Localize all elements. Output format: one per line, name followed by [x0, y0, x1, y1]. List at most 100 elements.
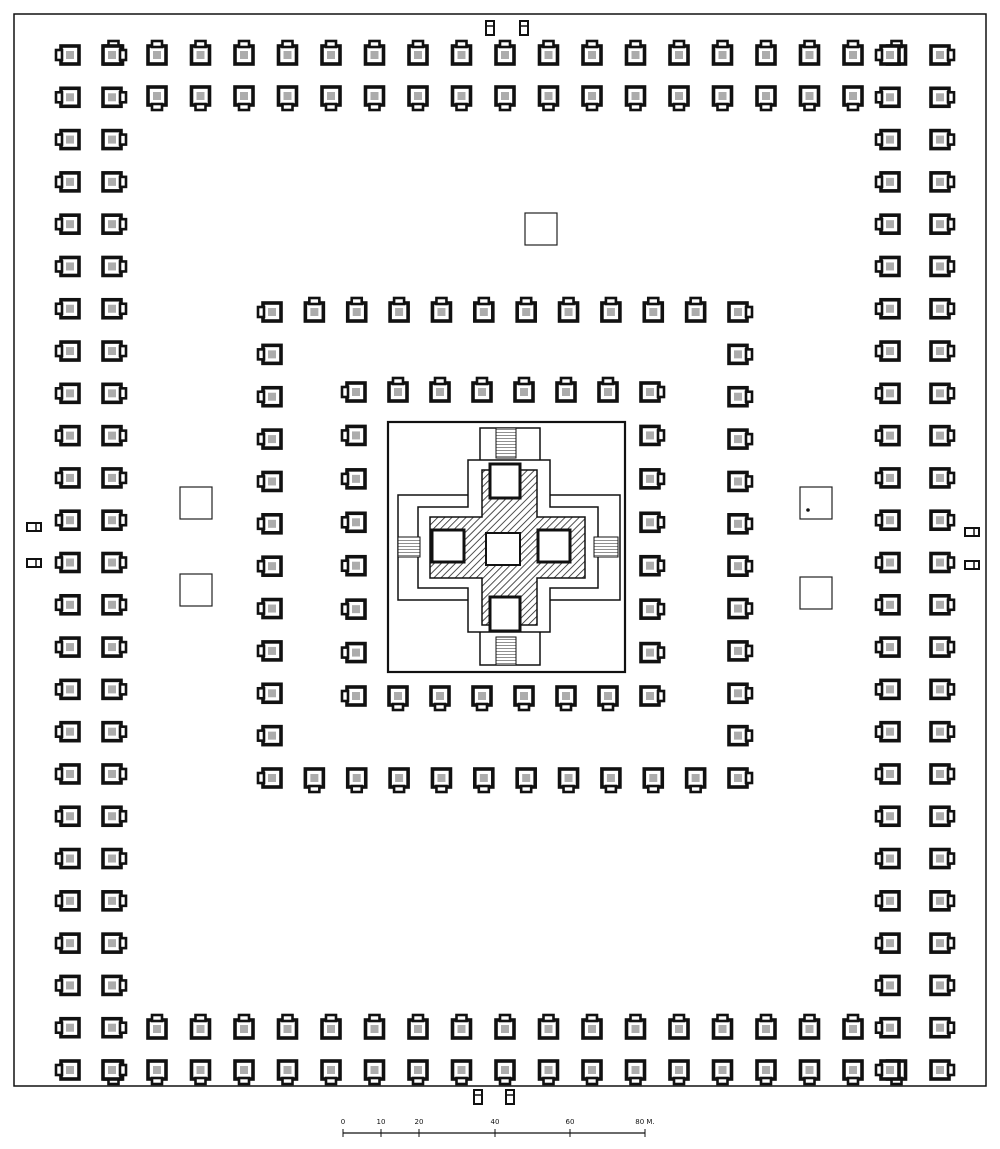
middle-shrine: [430, 767, 453, 794]
stair-east: [593, 536, 619, 558]
outer-shrine: [874, 86, 901, 109]
outer-shrine: [842, 85, 864, 112]
outer-shrine: [755, 85, 777, 112]
outer-shrine: [101, 636, 128, 658]
outer-shrine: [101, 128, 128, 151]
outer-shrine: [54, 340, 81, 362]
outer-shrine: [407, 1013, 429, 1040]
inner-shrine: [639, 554, 666, 577]
middle-shrine: [727, 682, 754, 705]
middle-shrine: [256, 767, 283, 789]
outer-shrine: [929, 340, 956, 362]
middle-shrine: [684, 296, 707, 323]
outer-shrine: [320, 39, 342, 66]
outer-shrine: [54, 171, 81, 193]
outer-shrine: [842, 39, 864, 66]
middle-shrine: [684, 767, 707, 794]
outer-shrine: [450, 1059, 473, 1086]
outer-shrine: [537, 1059, 560, 1086]
outer-shrine: [798, 1013, 821, 1040]
outer-shrine: [494, 1013, 516, 1040]
outer-shrine: [929, 1059, 956, 1081]
gate-marker: [473, 1089, 483, 1105]
outer-shrine: [101, 805, 128, 828]
outer-shrine: [929, 678, 956, 701]
outer-shrine: [874, 932, 901, 954]
outer-shrine: [101, 44, 128, 66]
outer-shrine: [407, 39, 429, 66]
outer-shrine: [233, 1013, 255, 1040]
middle-shrine: [256, 343, 283, 366]
outer-shrine: [581, 39, 603, 66]
inner-shrine: [639, 468, 666, 490]
outer-shrine: [276, 85, 299, 112]
outer-shrine: [276, 1013, 299, 1040]
outer-shrine: [101, 763, 128, 785]
outer-shrine: [189, 39, 212, 66]
platform-west-2: [179, 573, 213, 607]
outer-shrine: [320, 1059, 342, 1086]
middle-shrine: [256, 301, 283, 323]
inner-shrine: [387, 376, 409, 403]
outer-shrine: [101, 382, 128, 405]
outer-shrine: [363, 85, 386, 112]
middle-shrine: [515, 296, 537, 323]
gate-marker: [505, 1089, 515, 1105]
outer-shrine: [798, 39, 821, 66]
outer-shrine: [54, 678, 81, 701]
middle-shrine: [642, 296, 665, 323]
middle-shrine: [727, 724, 754, 747]
inner-shrine: [340, 381, 367, 403]
gate-marker: [485, 20, 495, 36]
outer-shrine: [668, 1013, 690, 1040]
outer-shrine: [54, 255, 81, 278]
outer-shrine: [189, 85, 212, 112]
outer-shrine: [711, 85, 734, 112]
inner-shrine: [471, 376, 493, 403]
outer-shrine: [929, 171, 956, 193]
outer-shrine: [537, 39, 560, 66]
inner-shrine: [513, 685, 535, 712]
outer-shrine: [929, 86, 956, 109]
middle-shrine: [557, 296, 580, 323]
gate-markers: [26, 20, 980, 1105]
outer-shrine: [101, 86, 128, 109]
outer-shrine: [54, 382, 81, 405]
inner-shrine: [387, 685, 409, 712]
porch-west: [430, 528, 466, 564]
outer-shrine: [929, 255, 956, 278]
inner-shrine: [555, 376, 577, 403]
platform-west-1: [179, 486, 213, 520]
inner-shrine: [639, 511, 666, 534]
outer-shrine: [233, 85, 255, 112]
middle-shrine: [727, 555, 754, 577]
outer-shrine: [581, 1013, 603, 1040]
outer-shrine: [874, 805, 901, 828]
outer-shrine: [624, 85, 647, 112]
outer-shrine: [929, 847, 956, 870]
outer-shrine: [929, 128, 956, 151]
outer-shrine: [874, 128, 901, 151]
outer-shrine: [874, 297, 901, 320]
outer-shrine: [101, 551, 128, 574]
outer-shrine: [54, 890, 81, 912]
outer-shrine: [320, 1013, 342, 1040]
outer-shrine: [101, 1059, 128, 1081]
platform-east-dot: [806, 508, 810, 512]
outer-shrine: [54, 297, 81, 320]
outer-shrine: [668, 1059, 690, 1086]
inner-shrine: [513, 376, 535, 403]
outer-shrine: [54, 932, 81, 954]
outer-shrine: [146, 39, 168, 66]
outer-shrine: [363, 1059, 386, 1086]
middle-shrine: [727, 428, 754, 450]
outer-shrine: [874, 720, 901, 743]
outer-shrine: [101, 171, 128, 193]
outer-shrine: [874, 1059, 901, 1081]
outer-shrine: [101, 847, 128, 870]
middle-shrine: [600, 296, 622, 323]
outer-shrine: [537, 1013, 560, 1040]
outer-shrine: [537, 85, 560, 112]
outer-shrine: [929, 720, 956, 743]
